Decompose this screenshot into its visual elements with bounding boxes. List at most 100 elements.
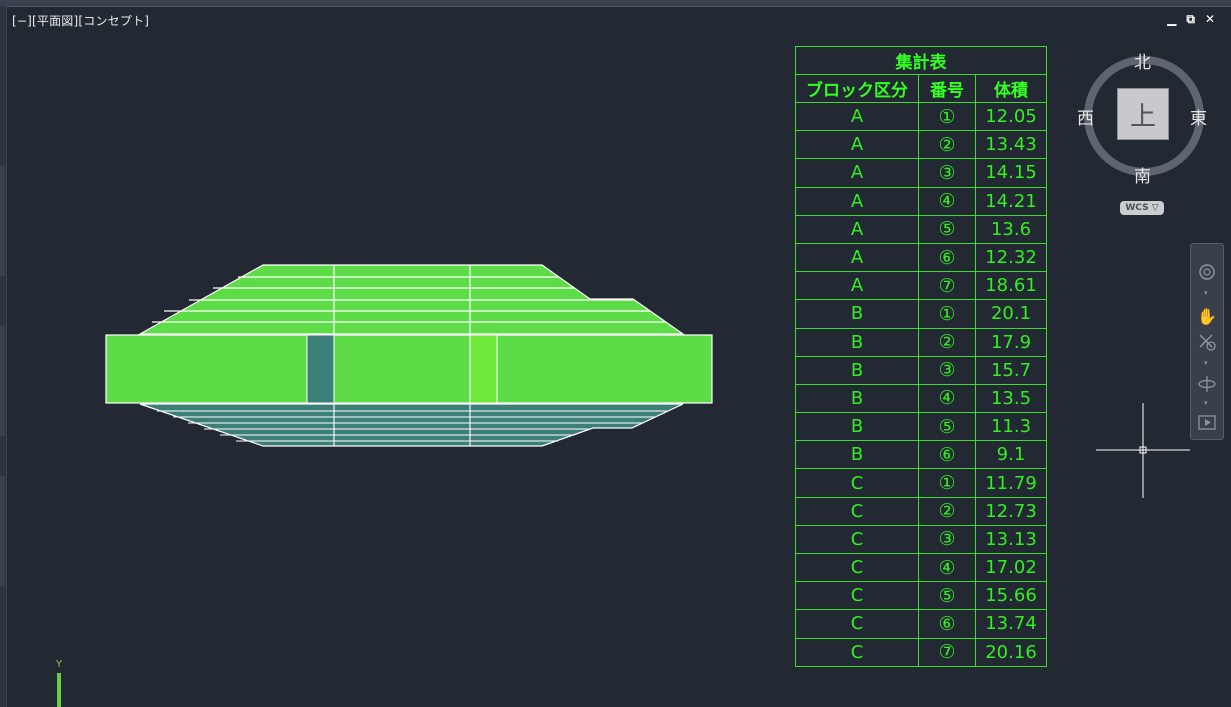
column-header-volume: 体積 [975,74,1047,103]
cell-volume: 12.73 [975,496,1047,526]
chevron-down-icon[interactable]: ▾ [1204,399,1208,407]
cell-block: A [795,242,919,273]
cell-number: ② [918,130,976,160]
viewcube-top-face[interactable]: 上 [1117,88,1169,140]
cell-number: ⑤ [918,581,976,611]
cell-block: A [795,130,919,160]
cell-number: ① [918,101,976,132]
wcs-menu-button[interactable]: WCS ▽ [1120,201,1164,215]
cell-block: C [795,637,919,667]
minimize-icon[interactable]: ▁ [1167,12,1177,26]
plan-drawing[interactable] [105,264,713,447]
cell-number: ④ [918,552,976,583]
restore-icon[interactable]: ⧉ [1186,12,1195,26]
cell-volume: 15.66 [975,581,1047,611]
cell-volume: 17.02 [975,552,1047,583]
close-icon[interactable]: ✕ [1204,12,1215,26]
cell-volume: 13.43 [975,130,1047,160]
bright-column-block[interactable] [469,334,498,404]
cell-volume: 15.7 [975,355,1047,385]
cell-block: B [795,327,919,357]
viewport-window-controls: ▁ ⧉ ✕ [1167,12,1215,27]
cell-number: ⑥ [918,440,976,470]
cell-number: ⑦ [918,271,976,301]
cell-volume: 14.15 [975,158,1047,188]
cell-number: ③ [918,524,976,555]
navigation-bar: ▾ ✋ ▾ ▾ [1190,243,1224,440]
cell-block: C [795,524,919,555]
cell-block: B [795,383,919,414]
cell-block: A [795,214,919,244]
compass-east[interactable]: 東 [1190,109,1207,129]
viewport-controls-label[interactable]: [−][平面図][コンセプト] [12,14,150,28]
chevron-down-icon[interactable]: ▾ [1204,359,1208,367]
schedule-title: 集計表 [795,46,1047,75]
cell-volume: 11.3 [975,412,1047,442]
cell-number: ⑥ [918,242,976,273]
column-header-block: ブロック区分 [795,74,919,103]
cell-block: A [795,186,919,216]
lower-slope-block[interactable] [139,403,684,447]
cell-block: C [795,552,919,583]
cell-volume: 12.32 [975,242,1047,273]
cell-number: ③ [918,355,976,385]
cell-block: B [795,412,919,442]
cell-volume: 13.74 [975,609,1047,639]
cell-volume: 9.1 [975,440,1047,470]
cell-block: A [795,271,919,301]
crosshair-cursor [1096,403,1190,498]
left-toolbar-rail [0,6,7,707]
cell-number: ④ [918,383,976,414]
cell-block: C [795,609,919,639]
top-ribbon-edge [0,0,1231,7]
ucs-y-label: Y [55,659,63,670]
cell-volume: 13.6 [975,214,1047,244]
cell-volume: 17.9 [975,327,1047,357]
cell-volume: 20.1 [975,299,1047,329]
main-body-block[interactable] [105,334,713,404]
orbit-icon[interactable] [1197,374,1217,394]
cell-volume: 20.16 [975,637,1047,667]
chevron-down-icon[interactable]: ▾ [1204,289,1208,297]
cell-volume: 13.5 [975,383,1047,414]
cell-volume: 11.79 [975,468,1047,498]
viewcube-compass-ring[interactable] [1084,56,1204,176]
compass-south[interactable]: 南 [1134,167,1151,187]
cell-number: ③ [918,158,976,188]
steering-wheel-icon[interactable] [1197,262,1217,282]
lower-slope-layer-lines [157,404,667,446]
zoom-extents-icon[interactable] [1197,332,1217,352]
compass-west[interactable]: 西 [1077,109,1094,129]
cell-block: B [795,299,919,329]
showmotion-icon[interactable] [1197,412,1217,432]
cell-block: A [795,101,919,132]
teal-column-block[interactable] [306,334,335,404]
pan-hand-icon[interactable]: ✋ [1197,306,1217,326]
cell-number: ④ [918,186,976,216]
left-rail-segment [0,326,5,436]
compass-north[interactable]: 北 [1134,53,1151,73]
viewcube[interactable]: 上 北 南 東 西 [1077,44,1207,187]
